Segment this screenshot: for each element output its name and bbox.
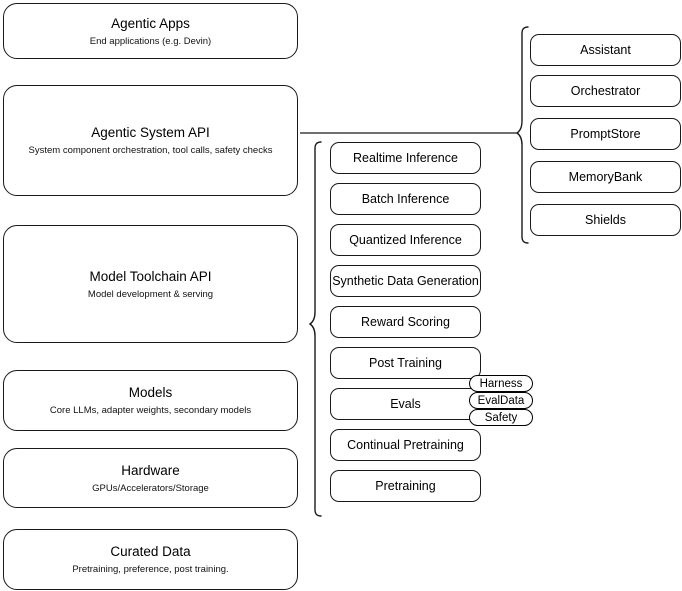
toolchain-item-pretraining[interactable]: Pretraining (330, 470, 481, 502)
toolchain-item-label: Batch Inference (361, 191, 450, 206)
layer-curated-data[interactable]: Curated Data Pretraining, preference, po… (3, 529, 298, 590)
system-component-orchestrator[interactable]: Orchestrator (530, 75, 681, 107)
toolchain-item-label: Synthetic Data Generation (332, 273, 479, 288)
toolchain-item-label: Pretraining (375, 478, 436, 493)
layer-subtitle: End applications (e.g. Devin) (89, 35, 212, 47)
system-component-label: PromptStore (570, 126, 641, 141)
layer-title: Hardware (121, 462, 180, 478)
layer-title: Agentic Apps (111, 15, 190, 31)
layer-models[interactable]: Models Core LLMs, adapter weights, secon… (3, 370, 298, 431)
toolchain-item-label: Quantized Inference (349, 232, 462, 247)
toolchain-item-label: Continual Pretraining (347, 437, 464, 452)
system-component-promptstore[interactable]: PromptStore (530, 118, 681, 150)
layer-hardware[interactable]: Hardware GPUs/Accelerators/Storage (3, 448, 298, 508)
layer-subtitle: Pretraining, preference, post training. (72, 564, 229, 575)
toolchain-item-label: Evals (390, 396, 421, 411)
toolchain-item-realtime-inference[interactable]: Realtime Inference (330, 142, 481, 174)
evals-badge-evaldata[interactable]: EvalData (469, 392, 533, 409)
layer-title: Models (128, 385, 173, 400)
toolchain-item-quantized-inference[interactable]: Quantized Inference (330, 224, 481, 256)
layer-subtitle: GPUs/Accelerators/Storage (92, 482, 209, 494)
toolchain-item-label: Post Training (369, 355, 442, 370)
toolchain-item-synthetic-data-generation[interactable]: Synthetic Data Generation (330, 265, 481, 297)
toolchain-item-reward-scoring[interactable]: Reward Scoring (330, 306, 481, 338)
system-component-label: MemoryBank (568, 169, 643, 184)
system-component-label: Orchestrator (570, 83, 641, 98)
toolchain-item-label: Realtime Inference (353, 150, 458, 165)
layer-subtitle: System component orchestration, tool cal… (28, 145, 273, 156)
toolchain-item-label: Reward Scoring (361, 314, 450, 329)
layer-subtitle: Core LLMs, adapter weights, secondary mo… (49, 405, 252, 416)
layer-agentic-apps[interactable]: Agentic Apps End applications (e.g. Devi… (3, 3, 298, 59)
layer-title: Agentic System API (91, 125, 210, 140)
layer-agentic-system-api[interactable]: Agentic System API System component orch… (3, 85, 298, 196)
toolchain-item-batch-inference[interactable]: Batch Inference (330, 183, 481, 215)
toolchain-item-evals[interactable]: Evals (330, 388, 481, 420)
layer-title: Model Toolchain API (89, 268, 212, 284)
system-component-label: Assistant (580, 42, 631, 57)
system-component-shields[interactable]: Shields (530, 204, 681, 236)
toolchain-item-continual-pretraining[interactable]: Continual Pretraining (330, 429, 481, 461)
toolchain-brace (308, 141, 322, 517)
system-component-label: Shields (585, 212, 626, 227)
system-component-memorybank[interactable]: MemoryBank (530, 161, 681, 193)
system-component-assistant[interactable]: Assistant (530, 34, 681, 66)
layer-subtitle: Model development & serving (87, 288, 214, 300)
system-components-brace (515, 26, 529, 244)
layer-title: Curated Data (110, 544, 191, 559)
evals-badge-safety[interactable]: Safety (469, 409, 533, 426)
evals-badge-harness[interactable]: Harness (469, 375, 533, 392)
toolchain-item-post-training[interactable]: Post Training (330, 347, 481, 379)
layer-model-toolchain-api[interactable]: Model Toolchain API Model development & … (3, 225, 298, 343)
